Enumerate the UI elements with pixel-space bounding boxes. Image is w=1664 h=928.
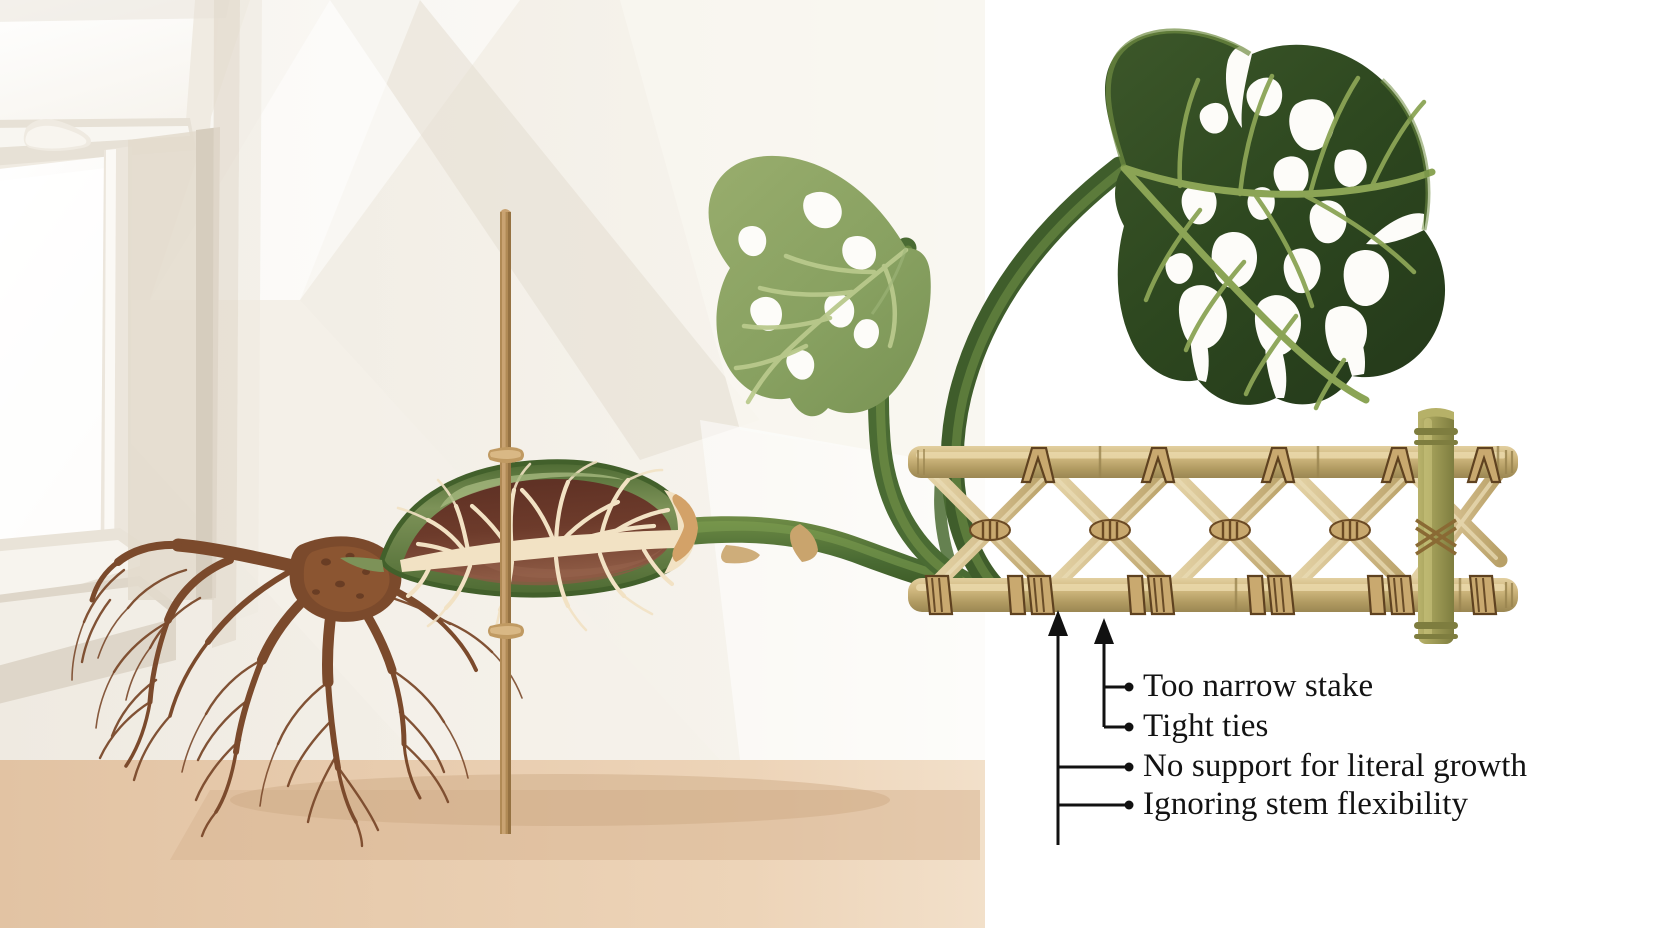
leaf-light	[708, 155, 931, 417]
floor-shadow	[170, 774, 980, 860]
lattice-knots	[969, 519, 1371, 541]
thin-stake	[488, 209, 524, 834]
trellis-top-rail	[908, 446, 1518, 478]
annotation-label-no-support-for-literal-growth: No support for literal growth	[1143, 748, 1528, 784]
trellis-vertical-post	[1414, 408, 1458, 644]
rail-cut-ends	[1504, 450, 1514, 608]
stake-tie	[488, 447, 524, 463]
leaf-dark	[1104, 28, 1446, 411]
window-latch-icon	[23, 119, 91, 151]
floor-bright-panel	[985, 760, 1664, 928]
stake-tie	[488, 623, 524, 639]
top-rail-ties	[1020, 446, 1502, 484]
bottom-rail-ties	[924, 574, 1498, 616]
annotation-arrowheads	[1048, 610, 1114, 644]
annotation-label-ignoring-stem-flexibility: Ignoring stem flexibility	[1143, 786, 1469, 822]
annotation-leader-dots	[1124, 682, 1134, 810]
rhizome-cross-section	[340, 459, 698, 636]
annotation-label-tight-ties: Tight ties	[1143, 708, 1269, 744]
annotation-label-too-narrow-stake: Too narrow stake	[1143, 668, 1374, 704]
wall-trim	[212, 0, 262, 648]
trellis-bottom-rail	[908, 578, 1518, 612]
